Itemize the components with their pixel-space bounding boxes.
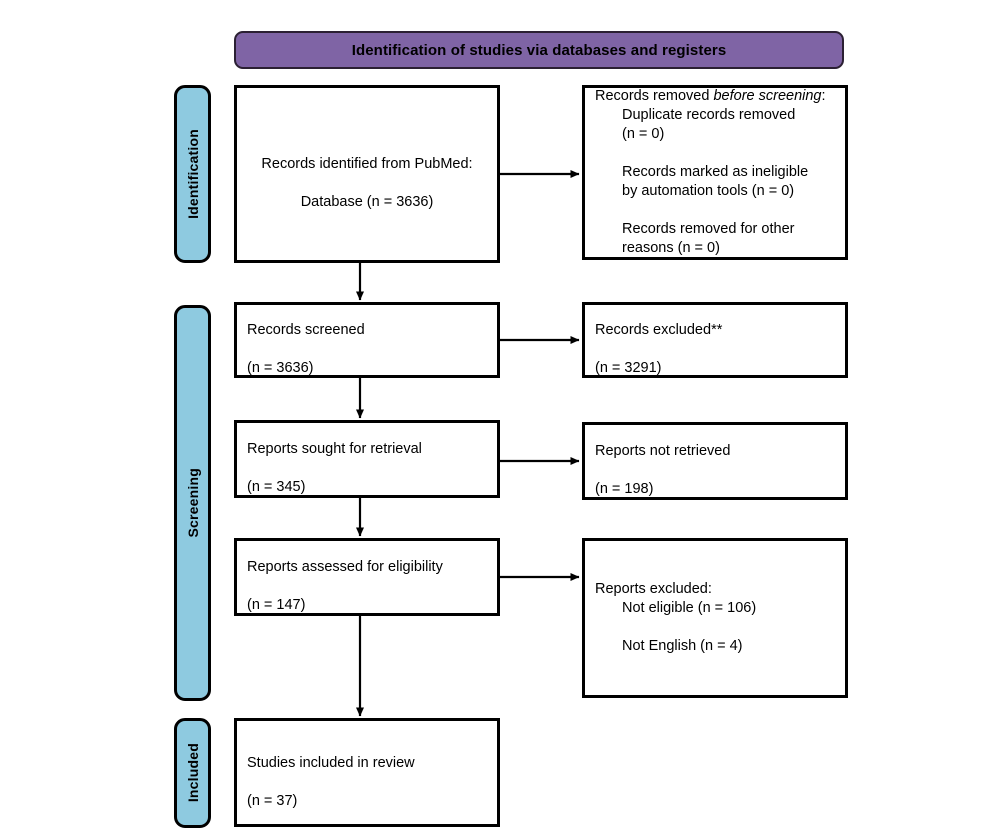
box-studies-included-text: Studies included in review (n = 37) [237,735,497,811]
records-removed-heading-italic: before screening [713,88,822,104]
box-reports-excluded-text: Reports excluded: Not eligible (n = 106)… [585,561,845,675]
diagram-header-title: Identification of studies via databases … [351,41,727,59]
records-screened-line2: (n = 3636) [247,360,314,376]
reports-not-retrieved-line2: (n = 198) [595,481,654,497]
reports-assessed-line2: (n = 147) [247,597,306,613]
records-removed-item-other: Records removed for other reasons (n = 0… [622,221,795,256]
stage-label-screening-text: Screening [184,468,201,538]
stage-label-included-text: Included [184,743,201,803]
records-excluded-line2: (n = 3291) [595,360,662,376]
box-records-excluded-text: Records excluded** (n = 3291) [585,302,845,378]
stage-label-screening: Screening [174,305,211,701]
records-screened-line1: Records screened [247,322,365,338]
box-records-removed-text: Records removed before screening: Duplic… [585,68,845,277]
records-removed-item-automation: Records marked as ineligible by automati… [622,164,809,199]
box-reports-excluded: Reports excluded: Not eligible (n = 106)… [582,538,848,698]
stage-label-identification: Identification [174,85,211,263]
box-records-screened-text: Records screened (n = 3636) [237,302,497,378]
box-reports-sought-text: Reports sought for retrieval (n = 345) [237,421,497,497]
reports-assessed-line1: Reports assessed for eligibility [247,559,443,575]
box-reports-not-retrieved-text: Reports not retrieved (n = 198) [585,423,845,499]
diagram-header-banner: Identification of studies via databases … [234,31,844,69]
stage-label-included: Included [174,718,211,828]
box-records-excluded: Records excluded** (n = 3291) [582,302,848,378]
reports-sought-line2: (n = 345) [247,479,306,495]
records-removed-item-duplicate: Duplicate records removed (n = 0) [622,107,796,142]
box-reports-assessed-text: Reports assessed for eligibility (n = 14… [237,539,497,615]
reports-excluded-heading: Reports excluded: [595,581,712,597]
box-studies-included-in-review: Studies included in review (n = 37) [234,718,500,827]
box-records-identified-text: Records identified from PubMed: Database… [237,136,497,212]
stage-label-identification-text: Identification [184,129,201,219]
reports-not-retrieved-line1: Reports not retrieved [595,443,731,459]
records-excluded-line1: Records excluded** [595,322,723,338]
reports-excluded-item-not-eligible: Not eligible (n = 106) [622,600,757,616]
reports-excluded-item-not-english: Not English (n = 4) [622,638,743,654]
box-reports-not-retrieved: Reports not retrieved (n = 198) [582,422,848,500]
records-removed-heading-suffix: : [821,88,826,104]
studies-included-line2: (n = 37) [247,792,298,809]
box-records-identified: Records identified from PubMed: Database… [234,85,500,263]
reports-sought-line1: Reports sought for retrieval [247,441,422,457]
studies-included-line1: Studies included in review [247,754,415,771]
box-records-removed-before-screening: Records removed before screening: Duplic… [582,85,848,260]
records-identified-line2: Database (n = 3636) [300,194,434,210]
box-records-screened: Records screened (n = 3636) [234,302,500,378]
records-identified-line1: Records identified from PubMed: [261,156,473,172]
box-reports-assessed-for-eligibility: Reports assessed for eligibility (n = 14… [234,538,500,616]
records-removed-heading-prefix: Records removed [595,88,714,104]
box-reports-sought-for-retrieval: Reports sought for retrieval (n = 345) [234,420,500,498]
